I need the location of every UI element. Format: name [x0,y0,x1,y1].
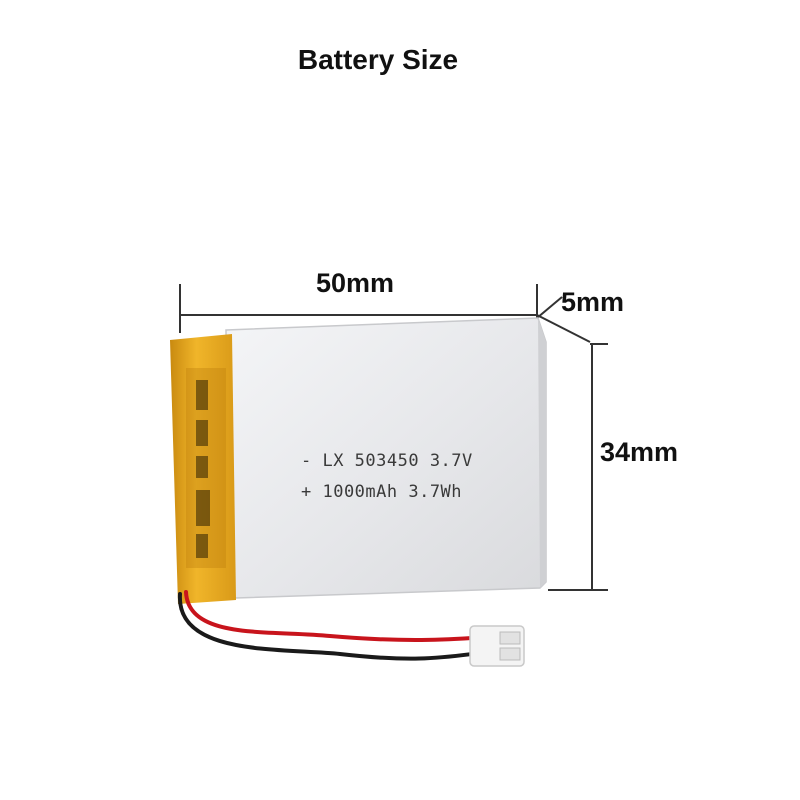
width-dimension-line [179,284,538,333]
height-label: 34mm [600,437,679,467]
jst-connector [469,625,525,667]
depth-label: 5mm [561,287,625,317]
cell-label-line-1: - LX 503450 3.7V [301,451,473,471]
width-label: 50mm [316,268,395,298]
depth-dimension-line [536,296,591,343]
height-dimension-line [548,343,608,591]
cell-label-line-2: + 1000mAh 3.7Wh [301,482,463,502]
protection-tape [170,334,236,604]
battery-wires [177,590,474,661]
page-title: Battery Size [297,44,459,75]
